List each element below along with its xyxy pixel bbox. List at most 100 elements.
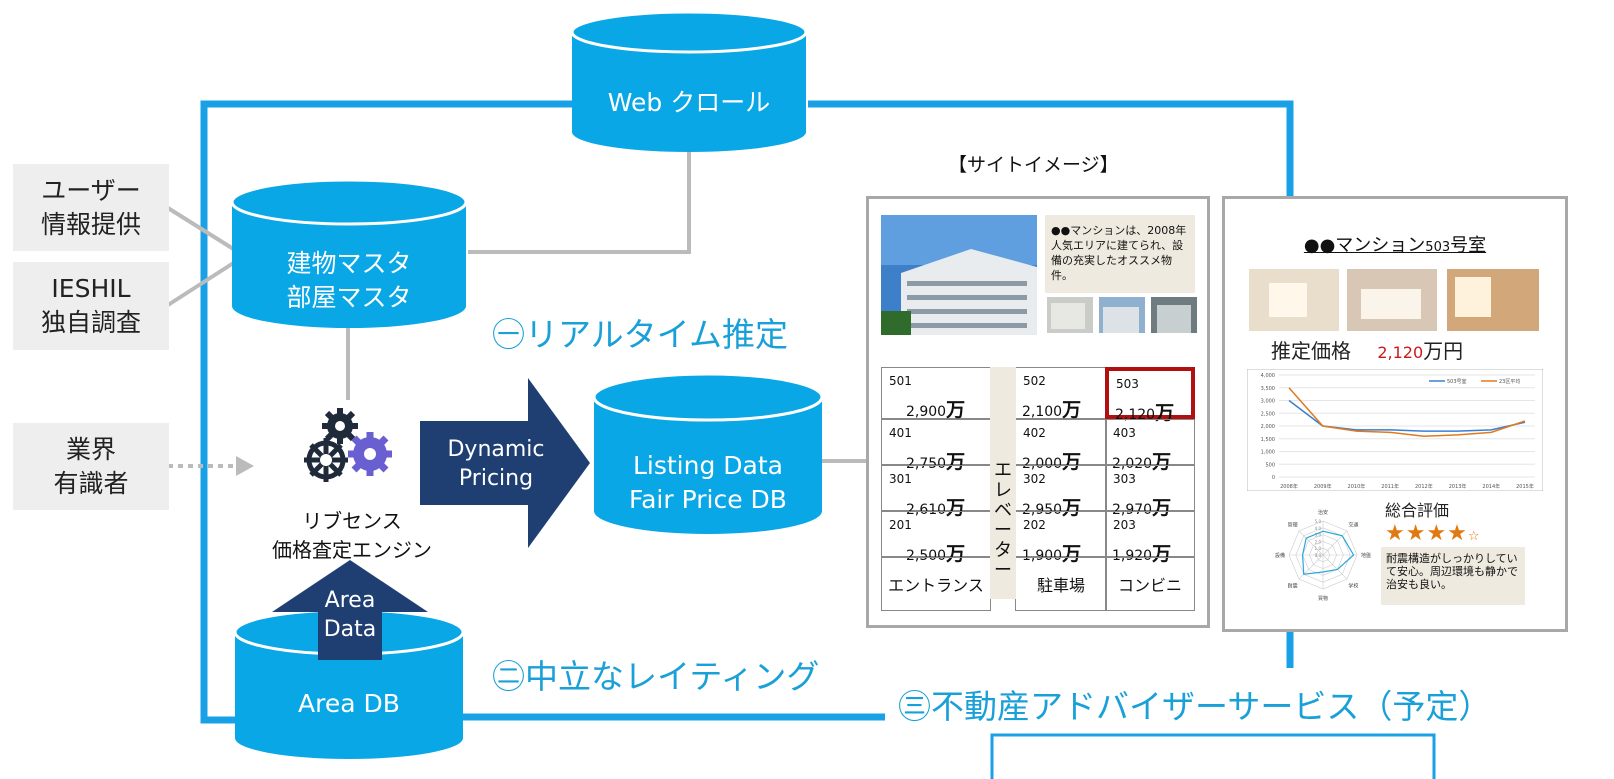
room-price-unit: 万 <box>946 451 966 473</box>
rating-caption: ㊁中立なレイティング <box>492 657 820 696</box>
room-title: ●●マンション503号室 <box>1225 231 1565 257</box>
room-number: 402 <box>1023 426 1046 440</box>
x-tick-label: 2013年 <box>1449 483 1467 490</box>
radar-spoke <box>1298 530 1324 556</box>
price-unit: 万円 <box>1423 339 1464 363</box>
room-price-unit: 万 <box>1062 543 1082 565</box>
room-number: 502 <box>1023 374 1046 388</box>
radar-tick-label: 0.0 <box>1315 553 1322 558</box>
frame-line <box>200 100 690 724</box>
price-history-chart: 4,0003,5003,0002,5002,0001,5001,00050002… <box>1247 369 1543 491</box>
advisor-caption: ㊂不動産アドバイザーサービス（予定） <box>898 687 1492 726</box>
room-price-unit: 万 <box>1155 402 1175 424</box>
radar-axis-label: 交通 <box>1348 522 1358 529</box>
y-tick-label: 1,000 <box>1261 450 1275 456</box>
thumbnail-photos <box>1047 297 1197 333</box>
x-tick-label: 2014年 <box>1482 483 1500 490</box>
radar-axis-label: 学校 <box>1348 582 1358 589</box>
y-tick-label: 1,500 <box>1261 437 1275 443</box>
room-price-value: 2,020 <box>1112 456 1153 472</box>
building-master-cylinder <box>230 178 468 328</box>
room-cell-301[interactable]: 301 2,610万 <box>881 465 991 519</box>
room-price-unit: 万 <box>946 543 966 565</box>
y-tick-label: 3,000 <box>1261 399 1275 405</box>
radar-axis-label: 管理 <box>1288 522 1298 529</box>
room-price: 1,920万 <box>1112 539 1171 566</box>
bottom-cell-1: 駐車場 <box>1015 557 1107 611</box>
rating-label: 総合評価 <box>1385 501 1450 520</box>
radar-axis-label: 地盤 <box>1361 552 1371 559</box>
room-price: 2,970万 <box>1112 493 1171 520</box>
room-price-value: 1,920 <box>1112 548 1153 564</box>
room-price: 2,100万 <box>1022 395 1081 422</box>
frame-line-right <box>808 100 1294 200</box>
room-price-unit: 万 <box>1062 451 1082 473</box>
elevator-label: エレベーター <box>994 460 1012 581</box>
y-tick-label: 4,000 <box>1261 373 1275 379</box>
property-description: ●●マンションは、2008年人気エリアに建てられ、設備の充実したオススメ物件。 <box>1045 215 1195 293</box>
room-cell-402[interactable]: 402 2,000万 <box>1015 419 1107 473</box>
room-number: 303 <box>1113 472 1136 486</box>
radar-tick-label: 4.0 <box>1315 526 1322 531</box>
user-info-box: ユーザー 情報提供 <box>13 164 169 251</box>
web-to-building-line <box>468 148 691 254</box>
room-price-value: 2,100 <box>1022 404 1063 420</box>
x-tick-label: 2010年 <box>1348 483 1366 490</box>
room-cell-403[interactable]: 403 2,020万 <box>1105 419 1195 473</box>
room-price: 2,900万 <box>906 395 965 422</box>
room-price-value: 2,500 <box>906 548 947 564</box>
room-cell-502[interactable]: 502 2,100万 <box>1015 367 1107 422</box>
room-title-prefix: ●●マンション <box>1303 235 1426 256</box>
area-data-arrow <box>272 560 428 660</box>
room-price-value: 2,950 <box>1022 502 1063 518</box>
room-price: 2,000万 <box>1022 447 1081 474</box>
room-price: 2,500万 <box>906 539 965 566</box>
room-price-value: 2,970 <box>1112 502 1153 518</box>
room-price-unit: 万 <box>946 497 966 519</box>
room-number: 501 <box>889 374 912 388</box>
room-price-unit: 万 <box>946 399 966 421</box>
user-to-building-line <box>166 206 237 252</box>
bottom-cell-2: コンビニ <box>1105 557 1195 611</box>
radar-series <box>1301 530 1355 575</box>
web-crawl-cylinder <box>570 10 808 152</box>
room-cell-302[interactable]: 302 2,950万 <box>1015 465 1107 519</box>
radar-spoke <box>1322 530 1348 556</box>
room-number: 401 <box>889 426 912 440</box>
series-line-1 <box>1288 387 1526 437</box>
room-cell-303[interactable]: 303 2,970万 <box>1105 465 1195 519</box>
room-number: 403 <box>1113 426 1136 440</box>
dynamic-pricing-label: Dynamic Pricing <box>447 437 545 491</box>
area-db-label: Area DB <box>298 689 400 718</box>
room-cell-203[interactable]: 203 1,920万 <box>1105 511 1195 565</box>
radar-tick-label: 2.0 <box>1315 539 1322 544</box>
room-price-unit: 万 <box>1152 543 1172 565</box>
room-number: 203 <box>1113 518 1136 532</box>
y-tick-label: 2,000 <box>1261 424 1275 430</box>
room-price-value: 2,750 <box>906 456 947 472</box>
room-cell-401[interactable]: 401 2,750万 <box>881 419 991 473</box>
realtime-caption: ㊀リアルタイム推定 <box>492 315 789 354</box>
expert-arrow-head <box>236 456 254 476</box>
advisor-box <box>990 733 1436 779</box>
room-number: 302 <box>1023 472 1046 486</box>
room-cell-501[interactable]: 501 2,900万 <box>881 367 991 422</box>
y-tick-label: 3,500 <box>1261 386 1275 392</box>
room-price-unit: 万 <box>1152 497 1172 519</box>
x-tick-label: 2015年 <box>1516 483 1534 490</box>
room-price-value: 2,610 <box>906 502 947 518</box>
room-number: 301 <box>889 472 912 486</box>
rating-half-star: ☆ <box>1467 529 1481 544</box>
room-price-unit: 万 <box>1062 497 1082 519</box>
ieshil-to-building-line <box>166 260 237 307</box>
y-tick-label: 0 <box>1272 475 1275 481</box>
room-price: 1,900万 <box>1022 539 1081 566</box>
gears-icon <box>304 408 392 482</box>
x-tick-label: 2009年 <box>1314 483 1332 490</box>
radar-axis-label: 耐震 <box>1288 582 1298 589</box>
room-price-unit: 万 <box>1152 451 1172 473</box>
